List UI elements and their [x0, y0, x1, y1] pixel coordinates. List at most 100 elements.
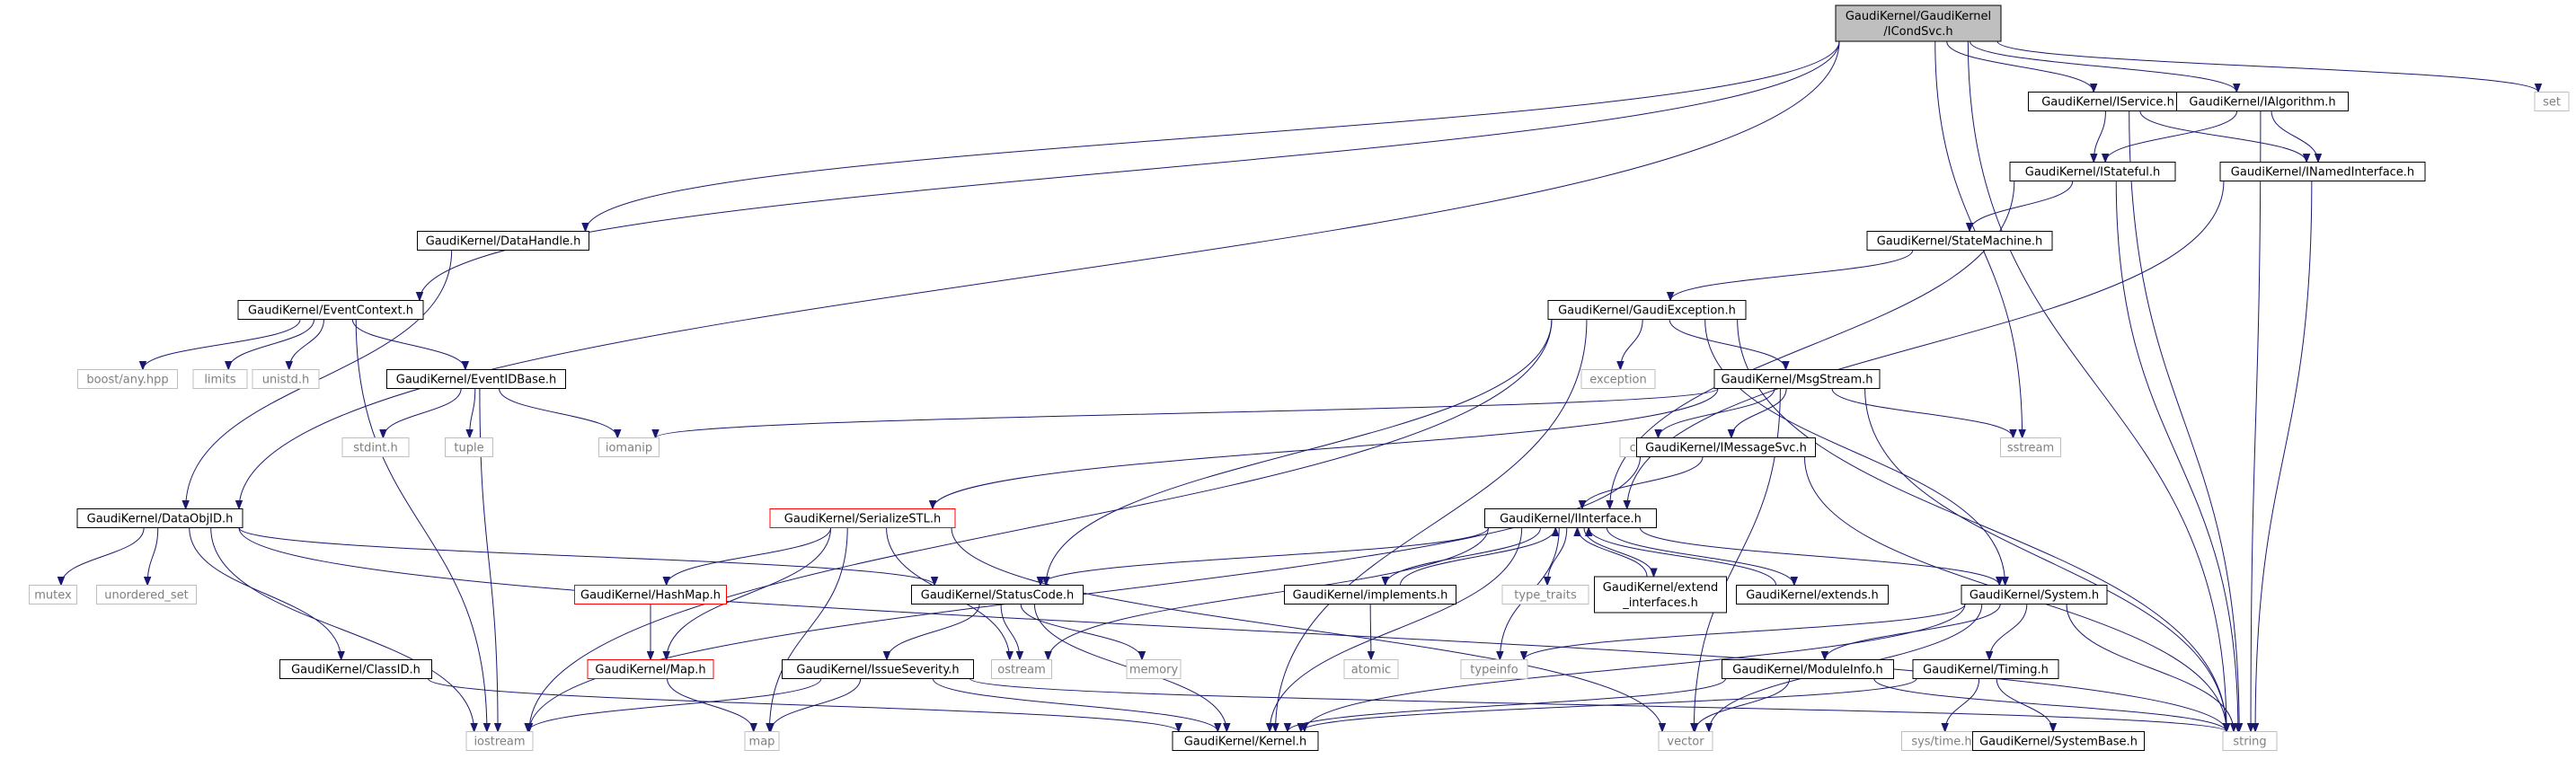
edge-root-to-string — [1967, 40, 2227, 732]
node-statemachine[interactable]: GaudiKernel/StateMachine.h — [1866, 231, 2053, 251]
edge-eventcontext-to-boostany — [142, 319, 301, 370]
node-typeinfo[interactable]: typeinfo — [1460, 659, 1528, 679]
arrowhead — [2222, 723, 2231, 733]
arrowhead — [1985, 651, 1994, 661]
node-systime[interactable]: sys/time.h — [1901, 731, 1982, 751]
node-ialgorithm[interactable]: GaudiKernel/IAlgorithm.h — [2176, 92, 2349, 111]
arrowhead — [2001, 577, 2009, 587]
node-classid[interactable]: GaudiKernel/ClassID.h — [279, 659, 432, 679]
arrowhead — [415, 292, 424, 302]
node-iomanip[interactable]: iomanip — [598, 437, 659, 457]
node-iostream[interactable]: iostream — [465, 731, 534, 751]
node-label: mutex — [34, 589, 72, 603]
node-dataobjid[interactable]: GaudiKernel/DataObjID.h — [76, 508, 243, 528]
node-hashmap[interactable]: GaudiKernel/HashMap.h — [574, 585, 727, 605]
node-iservice[interactable]: GaudiKernel/IService.h — [2028, 92, 2188, 111]
node-limits[interactable]: limits — [192, 369, 248, 389]
edge-istateful-to-iinterface — [1609, 181, 2015, 509]
node-gaudiexception[interactable]: GaudiKernel/GaudiException.h — [1547, 300, 1747, 320]
node-box — [744, 731, 780, 751]
node-label: vector — [1667, 736, 1704, 749]
arrowhead — [1965, 223, 1974, 233]
node-label: limits — [204, 374, 236, 387]
node-ostream[interactable]: ostream — [991, 659, 1052, 679]
arrowhead — [646, 651, 655, 661]
node-memory[interactable]: memory — [1126, 659, 1182, 679]
node-extend_interfaces[interactable]: GaudiKernel/extend_interfaces.h — [1594, 576, 1727, 613]
node-vector[interactable]: vector — [1658, 731, 1713, 751]
node-box — [1580, 369, 1656, 389]
edge-timing-to-systime — [1944, 678, 1980, 732]
node-map[interactable]: map — [744, 731, 780, 751]
arrowhead — [143, 577, 152, 587]
arrowhead — [2009, 429, 2017, 439]
node-sstream[interactable]: sstream — [2000, 437, 2061, 457]
arrowhead — [1658, 723, 1667, 733]
node-box — [1972, 731, 2145, 751]
node-system[interactable]: GaudiKernel/System.h — [1961, 585, 2108, 605]
node-kernel[interactable]: GaudiKernel/Kernel.h — [1172, 731, 1319, 751]
node-tuple[interactable]: tuple — [445, 437, 493, 457]
node-issueseverity[interactable]: GaudiKernel/IssueSeverity.h — [782, 659, 974, 679]
node-box — [1547, 300, 1747, 320]
node-implements[interactable]: GaudiKernel/implements.h — [1284, 585, 1456, 605]
node-eventcontext[interactable]: GaudiKernel/EventContext.h — [237, 300, 424, 320]
node-mutex[interactable]: mutex — [29, 585, 77, 605]
node-label: GaudiKernel/EventContext.h — [248, 304, 413, 318]
node-moduleinfo[interactable]: GaudiKernel/ModuleInfo.h — [1722, 659, 1894, 679]
node-boostany[interactable]: boost/any.hpp — [77, 369, 178, 389]
arrowhead — [1271, 723, 1279, 733]
arrowhead — [1727, 429, 1736, 439]
node-unistd[interactable]: unistd.h — [252, 369, 320, 389]
node-label: boost/any.hpp — [86, 374, 168, 387]
node-box — [1736, 585, 1889, 605]
node-systembase[interactable]: GaudiKernel/SystemBase.h — [1972, 731, 2145, 751]
node-unordered_set[interactable]: unordered_set — [96, 585, 197, 605]
node-datahandle[interactable]: GaudiKernel/DataHandle.h — [417, 231, 589, 251]
arrowhead — [2018, 429, 2026, 439]
edge-issueseverity-to-kernel — [932, 678, 1218, 732]
node-eventidbase[interactable]: GaudiKernel/EventIDBase.h — [386, 369, 566, 389]
arrowhead — [2101, 154, 2110, 163]
node-msgstream[interactable]: GaudiKernel/MsgStream.h — [1713, 369, 1881, 389]
node-iinterface[interactable]: GaudiKernel/IInterface.h — [1484, 508, 1657, 528]
node-label: GaudiKernel/IAlgorithm.h — [2189, 96, 2335, 110]
node-label: atomic — [1351, 664, 1391, 677]
node-istateful[interactable]: GaudiKernel/IStateful.h — [2009, 162, 2176, 181]
node-label: GaudiKernel/INamedInterface.h — [2231, 166, 2414, 180]
node-inamedinterface[interactable]: GaudiKernel/INamedInterface.h — [2219, 162, 2426, 181]
arrowhead — [2534, 84, 2543, 93]
node-atomic[interactable]: atomic — [1343, 659, 1399, 679]
node-label: GaudiKernel/IssueSeverity.h — [796, 664, 959, 677]
edge-iservice-to-string — [2129, 110, 2240, 732]
arrowhead — [138, 361, 147, 371]
arrowhead — [766, 723, 775, 733]
node-extends[interactable]: GaudiKernel/extends.h — [1736, 585, 1889, 605]
node-string[interactable]: string — [2222, 731, 2278, 751]
node-timing[interactable]: GaudiKernel/Timing.h — [1912, 659, 2059, 679]
node-root[interactable]: GaudiKernel/GaudiKernel/ICondSvc.h — [1835, 4, 2002, 42]
node-box — [1912, 659, 2059, 679]
node-label: sys/time.h — [1911, 736, 1971, 749]
edge-msgstream-to-string — [1864, 388, 2227, 732]
node-type_traits[interactable]: type_traits — [1501, 585, 1589, 605]
node-label: set — [2543, 96, 2561, 110]
node-box — [1961, 585, 2108, 605]
node-label: GaudiKernel/Map.h — [595, 664, 705, 677]
edge-eventcontext-to-iostream — [355, 319, 488, 732]
node-set[interactable]: set — [2534, 92, 2570, 111]
node-stdint[interactable]: stdint.h — [341, 437, 410, 457]
node-map_h[interactable]: GaudiKernel/Map.h — [587, 659, 714, 679]
arrowhead — [1174, 723, 1182, 733]
edge-dataobjid-to-iostream — [210, 527, 475, 732]
node-box — [1172, 731, 1319, 751]
edge-eventidbase-to-iomanip — [499, 388, 618, 438]
node-label: GaudiKernel/SystemBase.h — [1979, 736, 2138, 749]
node-statuscode[interactable]: GaudiKernel/StatusCode.h — [911, 585, 1084, 605]
node-serializestl[interactable]: GaudiKernel/SerializeSTL.h — [769, 508, 956, 528]
edge-timing-to-kernel — [1300, 678, 1917, 732]
node-label: exception — [1589, 374, 1647, 387]
arrowhead — [1996, 577, 2004, 587]
node-exception[interactable]: exception — [1580, 369, 1656, 389]
node-imessagesvc[interactable]: GaudiKernel/IMessageSvc.h — [1636, 437, 1816, 457]
